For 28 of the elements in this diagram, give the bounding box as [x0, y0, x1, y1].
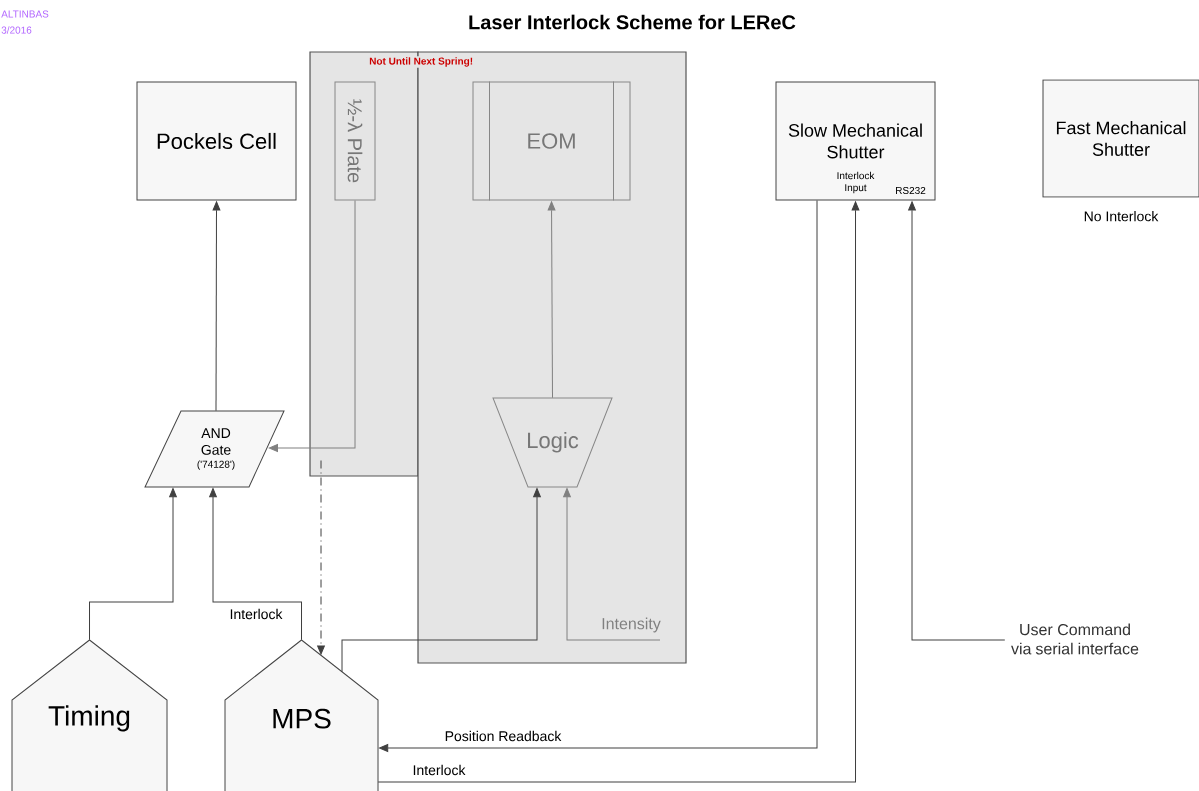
- arrow: [212, 201, 221, 412]
- box: Fast Mechanical Shutter: [1042, 79, 1199, 198]
- note: No Interlock: [1084, 211, 1159, 222]
- arrow: [209, 488, 302, 641]
- arrow: [317, 460, 325, 655]
- author-note: ALTINBAS: [1, 10, 49, 18]
- date-note: 3/2016: [1, 26, 32, 34]
- text-label: User Command via serial interface: [1011, 623, 1139, 655]
- waveplate-box: ½-λ Plate: [334, 81, 376, 201]
- box: Slow Mechanical Shutter Interlock Input RS232: [775, 81, 936, 201]
- box: Pockels Cell: [136, 81, 297, 201]
- arrow: [547, 201, 556, 399]
- logic-trapezoid: Logic: [492, 397, 613, 488]
- gate-parallelogram: AND Gate ('74128'): [144, 410, 285, 488]
- text-label: Intensity: [602, 617, 661, 633]
- arrow: [89, 488, 177, 641]
- arrow: [268, 200, 356, 452]
- modulator-box: EOM: [472, 81, 631, 201]
- arrow: [908, 201, 1006, 641]
- arrow: [563, 488, 661, 641]
- pentagon-block: Timing: [11, 639, 168, 791]
- title: Laser Interlock Scheme for LEReC: [469, 14, 796, 30]
- warning-note: Not Until Next Spring!: [368, 56, 475, 68]
- edge-label: Interlock: [228, 607, 284, 621]
- arrow: [341, 488, 541, 673]
- pentagon-block: MPS: [224, 639, 379, 791]
- edge-label: Position Readback: [443, 729, 563, 743]
- edge-label: Interlock: [411, 763, 467, 777]
